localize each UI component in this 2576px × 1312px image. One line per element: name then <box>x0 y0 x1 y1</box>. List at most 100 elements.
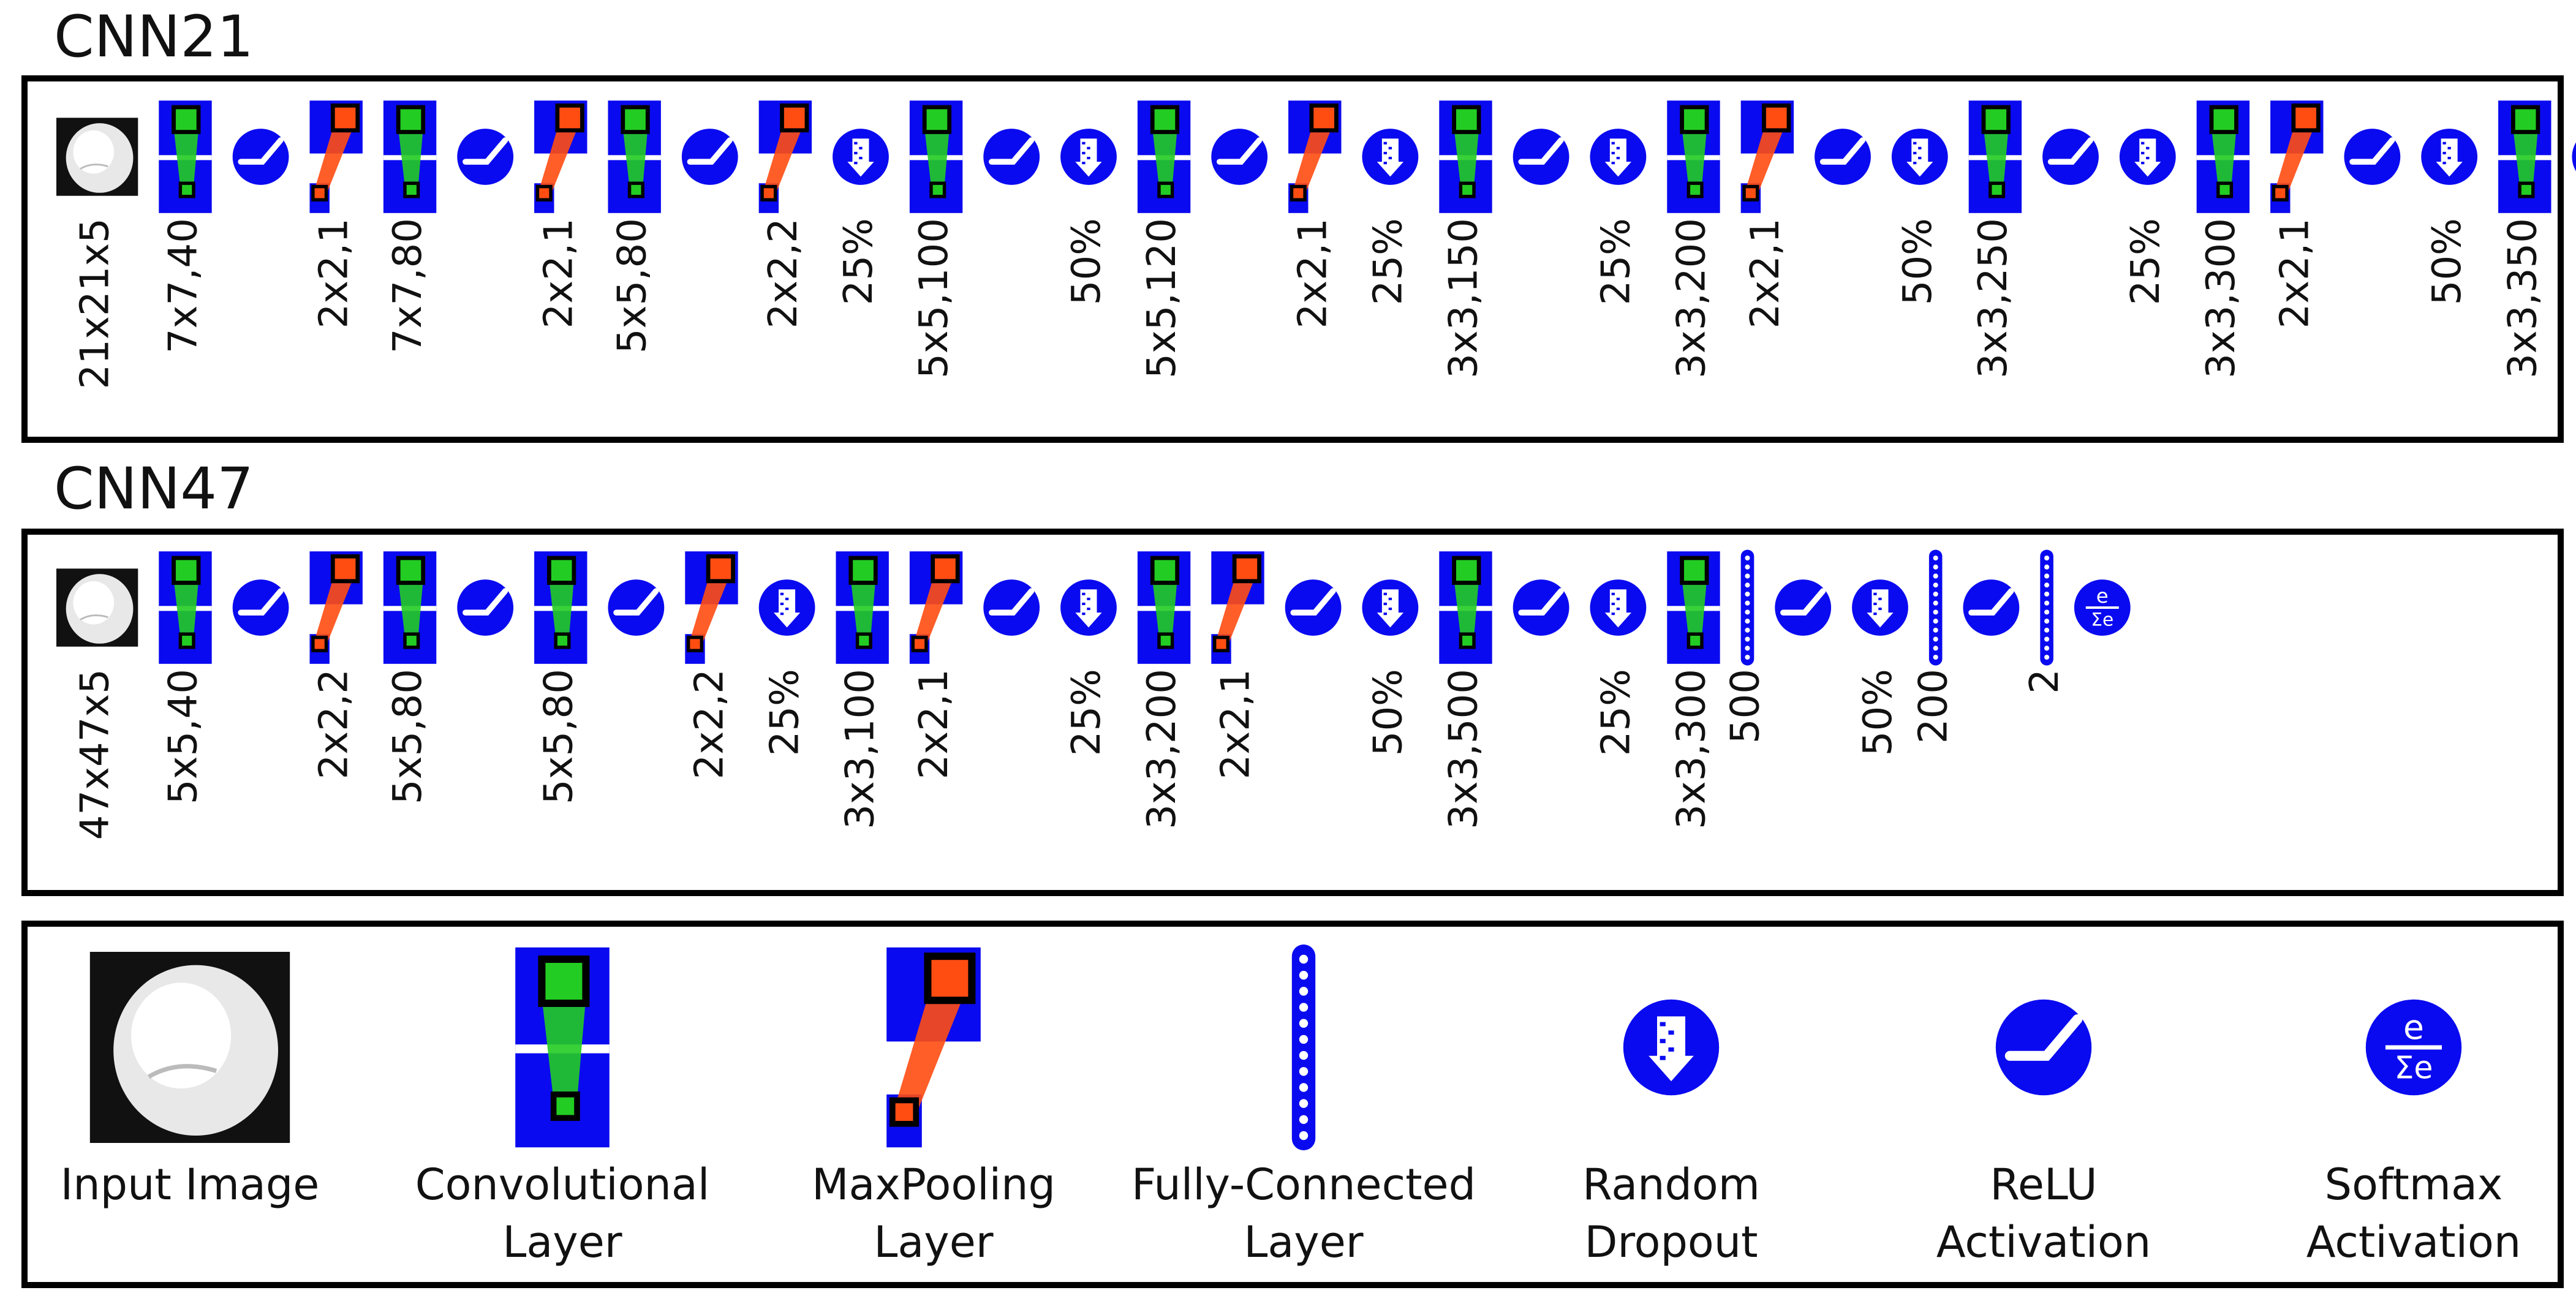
conv-layer-icon <box>159 551 212 664</box>
layer-label: 2x2,1 <box>312 218 357 328</box>
conv-layer-icon <box>515 947 610 1148</box>
legend-label: ReLU <box>1990 1159 2097 1210</box>
legend-label: Layer <box>1244 1217 1363 1267</box>
relu-icon <box>1775 579 1832 636</box>
conv-layer-icon <box>836 551 889 664</box>
relu-icon <box>681 129 738 185</box>
maxpool-layer-icon <box>685 551 738 664</box>
layer-label: 2x2,1 <box>1213 669 1258 779</box>
dropout-icon <box>1362 129 1419 185</box>
legend-label: Convolutional <box>415 1159 710 1210</box>
layer-label: 3x3,200 <box>1139 669 1185 829</box>
relu-icon <box>1211 129 1268 185</box>
layer-label: 21x21x5 <box>73 218 118 389</box>
svg-text:e: e <box>2096 584 2109 608</box>
maxpool-layer-icon <box>309 100 363 213</box>
relu-icon <box>983 129 1040 185</box>
legend-label: Input Image <box>61 1159 320 1210</box>
legend-label: Activation <box>1936 1217 2151 1267</box>
legend-frame <box>21 921 2564 1288</box>
svg-text:e: e <box>2403 1008 2424 1047</box>
layer-label: 5x5,80 <box>610 218 655 353</box>
softmax-icon: eΣe <box>2365 999 2462 1096</box>
relu-icon <box>608 579 665 636</box>
dropout-icon <box>1623 999 1720 1096</box>
dropout-icon <box>1060 129 1117 185</box>
layer-label: 50% <box>1064 218 1109 305</box>
legend-label: Fully-Connected <box>1131 1159 1476 1210</box>
relu-icon <box>2344 129 2401 185</box>
layer-label: 3x3,300 <box>1669 669 1714 829</box>
dropout-icon <box>1060 579 1117 636</box>
conv-layer-icon <box>1439 100 1492 213</box>
network-frame <box>21 75 2564 443</box>
conv-layer-icon <box>383 551 437 664</box>
dropout-icon <box>1362 579 1419 636</box>
layer-label: 200 <box>1911 669 1957 744</box>
maxpool-layer-icon <box>1288 100 1342 213</box>
conv-layer-icon <box>534 551 587 664</box>
legend-label: Layer <box>502 1217 622 1267</box>
relu-icon <box>457 129 514 185</box>
relu-icon <box>1963 579 2020 636</box>
layer-label: 3x3,350 <box>2500 218 2545 379</box>
relu-icon <box>232 579 289 636</box>
relu-icon <box>983 579 1040 636</box>
layer-label: 5x5,120 <box>1139 218 1185 379</box>
layer-label: 5x5,80 <box>536 669 581 804</box>
layer-label: 2x2,2 <box>761 218 806 328</box>
relu-icon <box>2042 129 2099 185</box>
relu-icon <box>2572 142 2576 172</box>
network-title: CNN47 <box>54 456 254 522</box>
layer-label: 25% <box>1365 218 1411 305</box>
layer-label: 2x2,1 <box>2272 218 2317 328</box>
layer-label: 2x2,1 <box>536 218 581 328</box>
layer-label: 5x5,40 <box>161 669 206 804</box>
dropout-icon <box>2119 129 2176 185</box>
layer-label: 25% <box>1064 669 1109 756</box>
legend-label: Layer <box>874 1217 993 1267</box>
maxpool-layer-icon <box>309 551 363 664</box>
softmax-icon: eΣe <box>2074 579 2131 636</box>
layer-label: 50% <box>1856 669 1901 756</box>
conv-layer-icon <box>2498 100 2551 213</box>
fully-connected-layer-icon <box>1291 944 1316 1150</box>
conv-layer-icon <box>909 100 963 213</box>
maxpool-layer-icon <box>534 100 587 213</box>
input-image-icon <box>56 118 138 196</box>
fully-connected-layer-icon <box>1928 549 1943 666</box>
layer-label: 2x2,2 <box>687 669 732 779</box>
layer-label: 3x3,250 <box>1971 218 2016 379</box>
dropout-icon <box>1590 129 1647 185</box>
dropout-icon <box>1590 579 1647 636</box>
layer-label: 25% <box>836 218 882 305</box>
legend-label: Dropout <box>1584 1217 1758 1267</box>
legend-label: MaxPooling <box>812 1159 1056 1210</box>
conv-layer-icon <box>1667 551 1720 664</box>
fully-connected-layer-icon <box>2040 549 2053 666</box>
conv-layer-icon <box>383 100 437 213</box>
maxpool-layer-icon <box>886 947 981 1148</box>
maxpool-layer-icon <box>1211 551 1264 664</box>
conv-layer-icon <box>1667 100 1720 213</box>
relu-icon <box>232 129 289 185</box>
layer-label: 5x5,100 <box>912 218 957 379</box>
dropout-icon <box>758 579 815 636</box>
layer-label: 50% <box>1365 669 1411 756</box>
legend-label: Random <box>1582 1159 1760 1210</box>
layer-label: 2x2,1 <box>1743 218 1788 328</box>
layer-label: 5x5,80 <box>385 669 431 804</box>
input-image-icon <box>89 952 290 1143</box>
layer-label: 47x47x5 <box>73 669 118 840</box>
dropout-icon <box>833 129 889 185</box>
maxpool-layer-icon <box>909 551 963 664</box>
layer-label: 2x2,1 <box>912 669 957 779</box>
layer-label: 50% <box>2425 218 2470 305</box>
input-image-icon <box>56 568 138 647</box>
layer-label: 25% <box>2123 218 2169 305</box>
dropout-icon <box>1891 129 1948 185</box>
conv-layer-icon <box>1137 100 1191 213</box>
conv-layer-icon <box>608 100 661 213</box>
